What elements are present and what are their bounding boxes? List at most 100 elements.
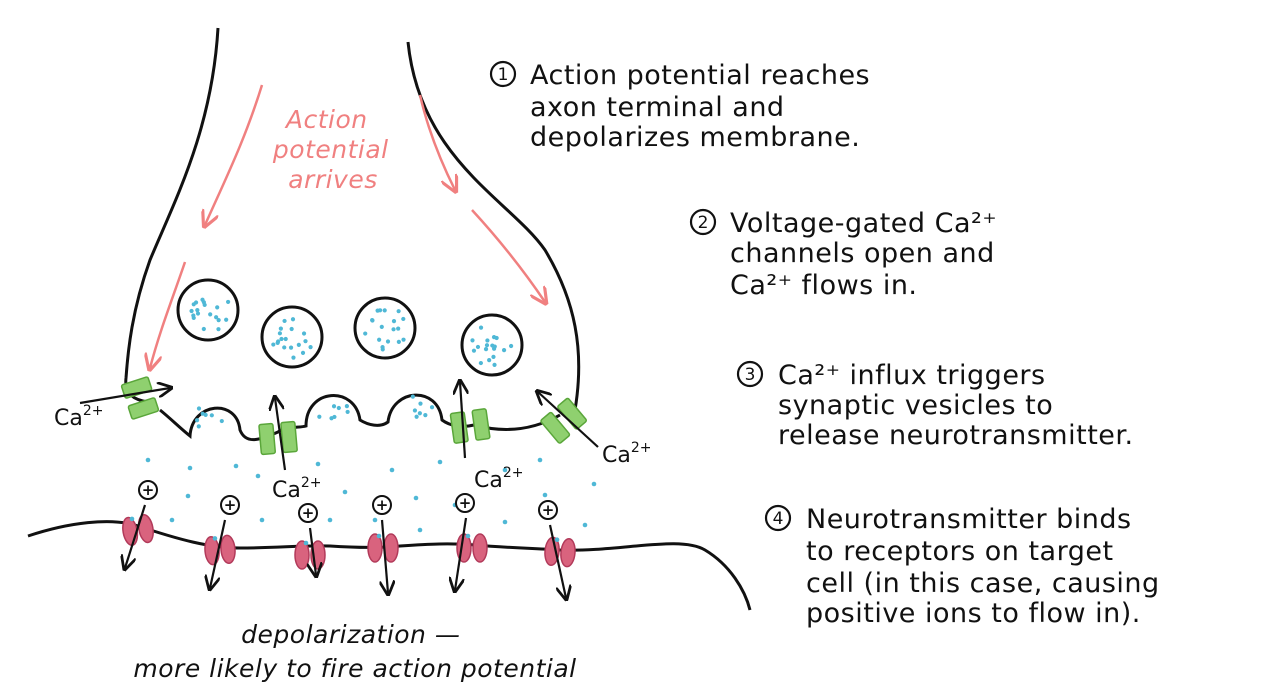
neurotransmitter-dot	[391, 327, 396, 332]
neurotransmitter-dot	[215, 305, 220, 310]
step-4-line-1: Neurotransmitter binds	[806, 504, 1132, 535]
ca-label-right: Ca2+	[602, 440, 651, 468]
receptor-subunit	[137, 514, 154, 544]
receptor-subunit	[560, 537, 576, 568]
neurotransmitter-dot	[413, 495, 419, 501]
neurotransmitter-dot	[208, 312, 213, 317]
step-number-2: 2	[698, 213, 709, 233]
neurotransmitter-dot	[296, 342, 301, 347]
calcium-labels: Ca2+ Ca2+ Ca2+ Ca2+	[54, 403, 651, 503]
neurotransmitter-dot	[412, 408, 418, 413]
neurotransmitter-dot	[191, 315, 196, 321]
neurotransmitter-dot	[216, 327, 221, 332]
neurotransmitter-dot	[327, 517, 333, 523]
neurotransmitter-dot	[283, 336, 288, 342]
calcium-channels	[120, 376, 588, 456]
axon-terminal	[124, 27, 581, 442]
plus-circle-icon: +	[298, 503, 317, 575]
step-4-line-4: positive ions to flow in).	[806, 598, 1141, 629]
ca-arrow-midright	[460, 382, 465, 459]
neurotransmitter-dot	[259, 517, 265, 523]
neurotransmitter-dot	[345, 409, 350, 415]
neurotransmitter-dot	[382, 308, 387, 313]
neurotransmitter-dot	[389, 467, 395, 473]
neurotransmitter-dot	[537, 457, 543, 463]
neurotransmitter-dot	[417, 411, 422, 416]
neurotransmitter-dot	[414, 414, 419, 419]
calcium-channel-icon	[258, 420, 298, 456]
bound-neurotransmitter-dot	[303, 540, 309, 546]
neurotransmitter-dot	[255, 473, 261, 479]
step-4: 4 Neurotransmitter binds to receptors on…	[764, 504, 1159, 629]
neurotransmitter-dot	[342, 489, 348, 495]
neurotransmitter-dot	[276, 339, 281, 344]
neurotransmitter-dot	[485, 338, 490, 343]
neurotransmitter-dot	[195, 307, 200, 313]
neurotransmitter-dot	[437, 459, 443, 465]
neurotransmitter-dot	[370, 318, 375, 323]
fusing-vesicle-dots	[194, 394, 435, 429]
vesicle-membrane	[260, 305, 324, 369]
neurotransmitter-dot	[417, 527, 423, 533]
receptor-subunit	[367, 533, 383, 563]
plus-circle-icon: +	[372, 495, 391, 593]
arrival-arrow-3	[418, 94, 455, 190]
neurotransmitter-dot	[224, 317, 229, 322]
neurotransmitter-dot	[187, 465, 193, 471]
neurotransmitter-dot	[501, 348, 507, 353]
bound-neurotransmitter-dot	[465, 533, 471, 539]
step-1: 1 Action potential reaches axon terminal…	[489, 60, 870, 153]
step-number-1: 1	[498, 65, 509, 85]
arrival-label-line-2: potential	[272, 135, 389, 164]
neurotransmitter-dot	[277, 331, 283, 336]
axon-membrane-right	[406, 41, 581, 411]
neurotransmitter-dot	[429, 405, 435, 410]
neurotransmitter-dot	[385, 339, 391, 344]
plus-circle-icon: +	[125, 480, 158, 568]
ca-label-left: Ca2+	[54, 403, 103, 431]
neurotransmitter-dot	[542, 492, 548, 498]
step-1-line-2: axon terminal and	[530, 92, 785, 123]
bottom-caption-line-1: depolarization —	[241, 620, 460, 649]
positive-ion-symbol: +	[224, 496, 237, 514]
neurotransmitter-dot	[470, 338, 475, 343]
neurotransmitter-dot	[418, 401, 423, 406]
neurotransmitter-dot	[475, 344, 481, 350]
neurotransmitter-dot	[487, 358, 492, 363]
ion-flow-arrow	[455, 517, 468, 590]
neurotransmitter-dot	[492, 362, 497, 367]
neurotransmitter-dot	[233, 463, 239, 469]
step-number-3: 3	[745, 365, 756, 385]
axon-membrane-left	[124, 27, 220, 404]
step-1-line-1: Action potential reaches	[530, 60, 870, 91]
neurotransmitter-dot	[401, 316, 406, 322]
step-3-line-2: synaptic vesicles to	[778, 390, 1053, 421]
neurotransmitter-dot	[288, 345, 294, 350]
step-2-line-1: Voltage-gated Ca²⁺	[730, 208, 997, 239]
ion-flow-arrow	[382, 519, 388, 593]
neurotransmitter-dot	[484, 343, 490, 348]
neurotransmitter-dot	[301, 331, 307, 336]
neurotransmitter-dot	[582, 522, 588, 528]
step-number-circle-1	[489, 60, 517, 88]
bound-neurotransmitter-dot	[212, 536, 218, 541]
neurotransmitter-dot	[303, 339, 308, 344]
neurotransmitter-dot	[502, 467, 508, 473]
neurotransmitter-dot	[191, 302, 196, 307]
neurotransmitter-dot	[478, 325, 484, 330]
neurotransmitter-dot	[185, 493, 191, 499]
bound-neurotransmitter-dot	[376, 533, 382, 539]
neurotransmitter-dot	[396, 326, 401, 331]
step-number-circle-4	[764, 504, 792, 532]
neurotransmitter-dot	[372, 517, 378, 523]
neurotransmitter-dot	[216, 317, 221, 323]
ion-flow-arrow	[210, 519, 227, 588]
vesicle-icon	[176, 278, 240, 342]
neurotransmitter-dot	[219, 418, 224, 424]
neurotransmitter-dot	[396, 309, 401, 314]
step-2: 2 Voltage-gated Ca²⁺ channels open and C…	[689, 208, 997, 301]
neurotransmitter-dot	[201, 326, 206, 332]
step-3-line-3: release neurotransmitter.	[778, 420, 1134, 451]
neurotransmitter-dot	[291, 355, 296, 360]
